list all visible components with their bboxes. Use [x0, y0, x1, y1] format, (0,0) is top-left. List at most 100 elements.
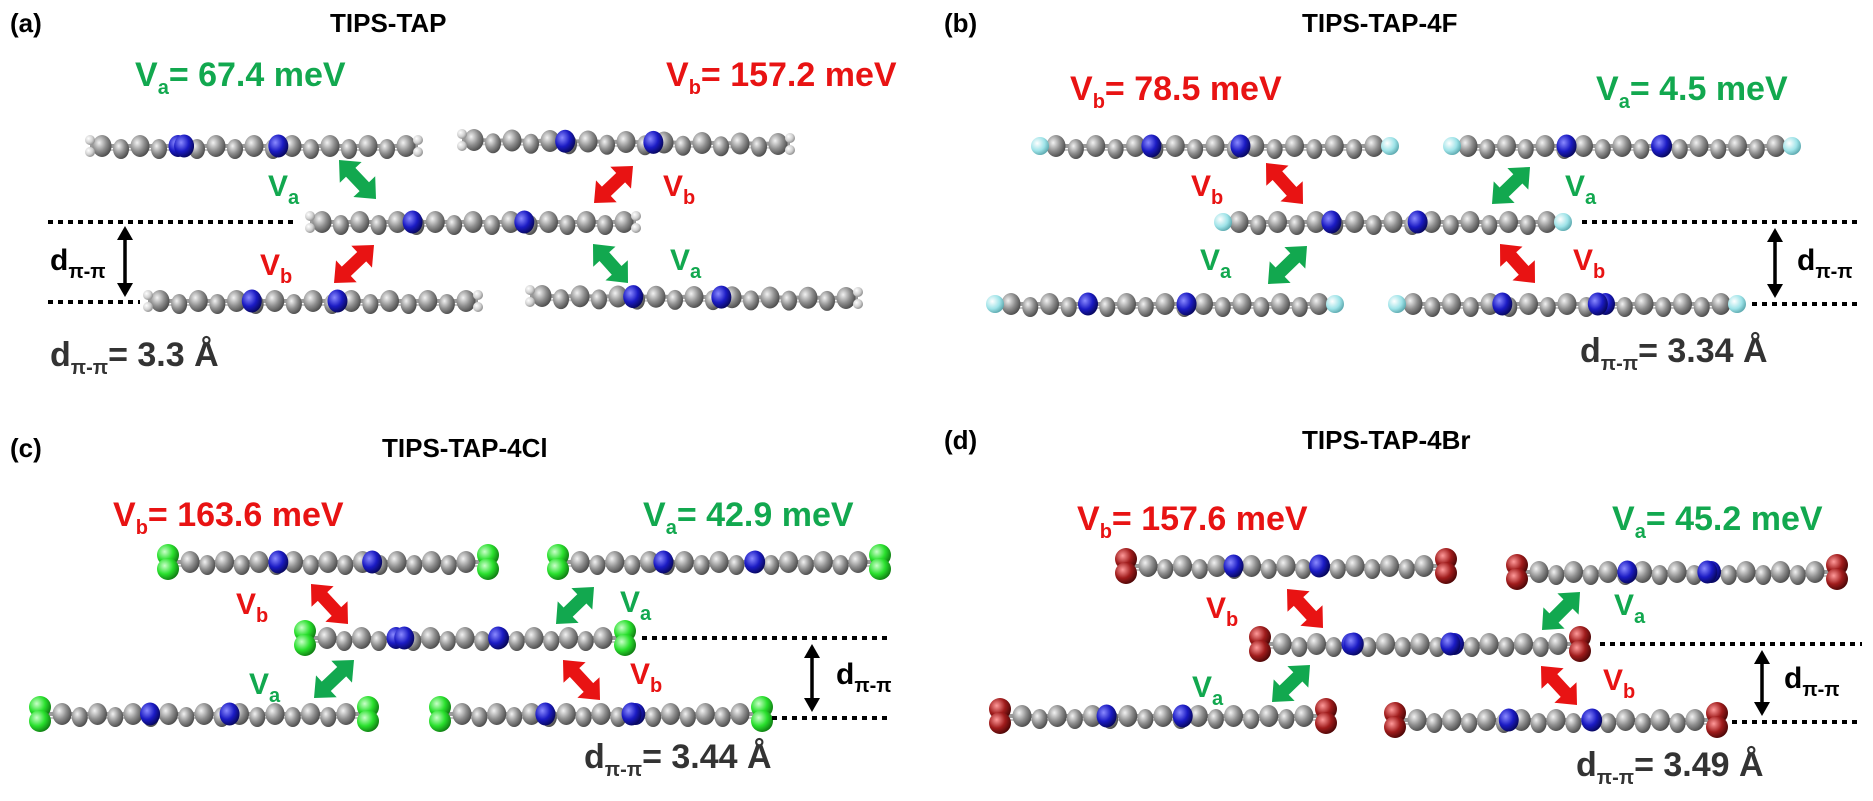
carbon-atom: [1598, 561, 1618, 583]
carbon-atom: [532, 285, 552, 307]
carbon-atom: [640, 551, 659, 573]
carbon-atom: [1157, 559, 1174, 579]
carbon-atom: [1728, 135, 1747, 157]
panel-d-spacing-symbol: dπ-π: [1784, 662, 1840, 701]
carbon-atom: [379, 139, 395, 159]
nitrogen-atom: [745, 550, 766, 574]
carbon-atom: [1565, 713, 1582, 733]
double-arrow-shape: [1268, 246, 1307, 284]
panel-d-arrow-va-top: [1542, 592, 1580, 630]
panel-b-arrow-va-top: [1492, 167, 1530, 204]
carbon-atom: [123, 703, 143, 725]
carbon-atom: [421, 627, 440, 649]
carbon-atom: [1422, 211, 1441, 233]
carbon-atom: [591, 703, 611, 725]
carbon-atom: [679, 707, 696, 727]
carbon-atom: [1582, 565, 1599, 585]
nitrogen-atom: [711, 285, 732, 309]
carbon-atom: [1633, 139, 1650, 159]
carbon-atom: [1424, 297, 1441, 317]
carbon-atom: [730, 132, 750, 155]
carbon-atom: [485, 133, 501, 154]
panel-d-vb-label-bottom: Vb: [1603, 664, 1635, 703]
panel-b-arrow-vb-bottom: [1500, 244, 1535, 283]
carbon-atom: [1633, 561, 1652, 583]
carbon-atom: [1499, 211, 1518, 233]
carbon-atom: [1207, 555, 1227, 577]
carbon-atom: [1031, 709, 1048, 729]
carbon-atom: [508, 631, 525, 651]
panel-a-molecule-middle: [305, 210, 641, 235]
panel-c-molecule-top-right: [547, 544, 891, 580]
nitrogen-atom: [1582, 708, 1603, 732]
carbon-atom: [1329, 559, 1346, 579]
carbon-atom: [1612, 135, 1632, 157]
carbon-atom: [1458, 135, 1478, 157]
carbon-atom: [576, 211, 596, 233]
carbon-atom: [1442, 709, 1462, 731]
carbon-atom: [1272, 633, 1292, 655]
carbon-atom: [1398, 559, 1415, 579]
nitrogen-atom: [362, 550, 383, 574]
nitrogen-atom: [1176, 292, 1197, 316]
panel-a-arrow-vb-top: [594, 166, 633, 203]
end-atom: [357, 710, 379, 732]
spacing-arrow-head: [804, 698, 820, 712]
carbon-atom: [456, 290, 476, 312]
carbon-atom: [303, 290, 323, 312]
nitrogen-atom: [1343, 632, 1364, 656]
carbon-atom: [1650, 709, 1670, 731]
carbon-atom: [768, 133, 788, 155]
carbon-atom: [1548, 565, 1565, 585]
carbon-atom: [88, 703, 107, 725]
end-atom: [869, 558, 891, 580]
carbon-atom: [501, 211, 521, 233]
nitrogen-atom: [623, 285, 644, 309]
carbon-atom: [1191, 559, 1208, 579]
panel-a: (a) TIPS-TAP Va= 67.4 meV Vb= 157.2 meV …: [10, 8, 897, 379]
end-atom: [785, 145, 795, 155]
panel-c-arrow-vb-top: [311, 584, 348, 624]
end-atom: [85, 135, 95, 145]
carbon-atom: [400, 294, 417, 314]
carbon-atom: [1380, 555, 1399, 577]
panel-b-spacing-symbol: dπ-π: [1797, 244, 1853, 283]
carbon-atom: [1689, 135, 1709, 157]
carbon-atom: [674, 551, 694, 573]
carbon-atom: [1232, 293, 1252, 315]
nitrogen-atom: [1309, 554, 1330, 578]
carbon-atom: [1671, 139, 1688, 159]
panel-d-vb-coupling: Vb= 157.6 meV: [1077, 500, 1308, 543]
carbon-atom: [388, 211, 407, 233]
carbon-atom: [1118, 705, 1138, 727]
carbon-atom: [1529, 561, 1549, 583]
carbon-atom: [1634, 293, 1654, 315]
panel-a-molecule-top-right: [457, 129, 795, 157]
panel-d-title: TIPS-TAP-4Br: [1302, 425, 1471, 455]
panel-b-vb-label-bottom: Vb: [1573, 244, 1605, 283]
carbon-atom: [832, 555, 849, 575]
carbon-atom: [553, 289, 569, 310]
carbon-atom: [506, 707, 523, 727]
double-arrow-shape: [339, 160, 376, 199]
carbon-atom: [556, 703, 576, 725]
panel-d-molecule-top-left: [1115, 548, 1457, 584]
double-arrow-shape: [594, 166, 633, 203]
carbon-atom: [684, 286, 704, 308]
end-atom: [989, 712, 1011, 734]
nitrogen-atom: [241, 289, 262, 313]
carbon-atom: [1360, 637, 1377, 657]
nitrogen-atom: [140, 702, 161, 726]
carbon-atom: [463, 211, 483, 233]
carbon-atom: [714, 707, 731, 727]
carbon-atom: [539, 211, 558, 233]
carbon-atom: [350, 211, 370, 233]
carbon-atom: [1294, 705, 1314, 727]
carbon-atom: [1155, 293, 1175, 315]
spacing-arrow-head: [1754, 702, 1770, 716]
end-atom: [1728, 295, 1746, 313]
carbon-atom: [1548, 633, 1568, 655]
carbon-atom: [1083, 705, 1102, 727]
carbon-atom: [71, 707, 88, 727]
end-atom: [631, 211, 641, 221]
